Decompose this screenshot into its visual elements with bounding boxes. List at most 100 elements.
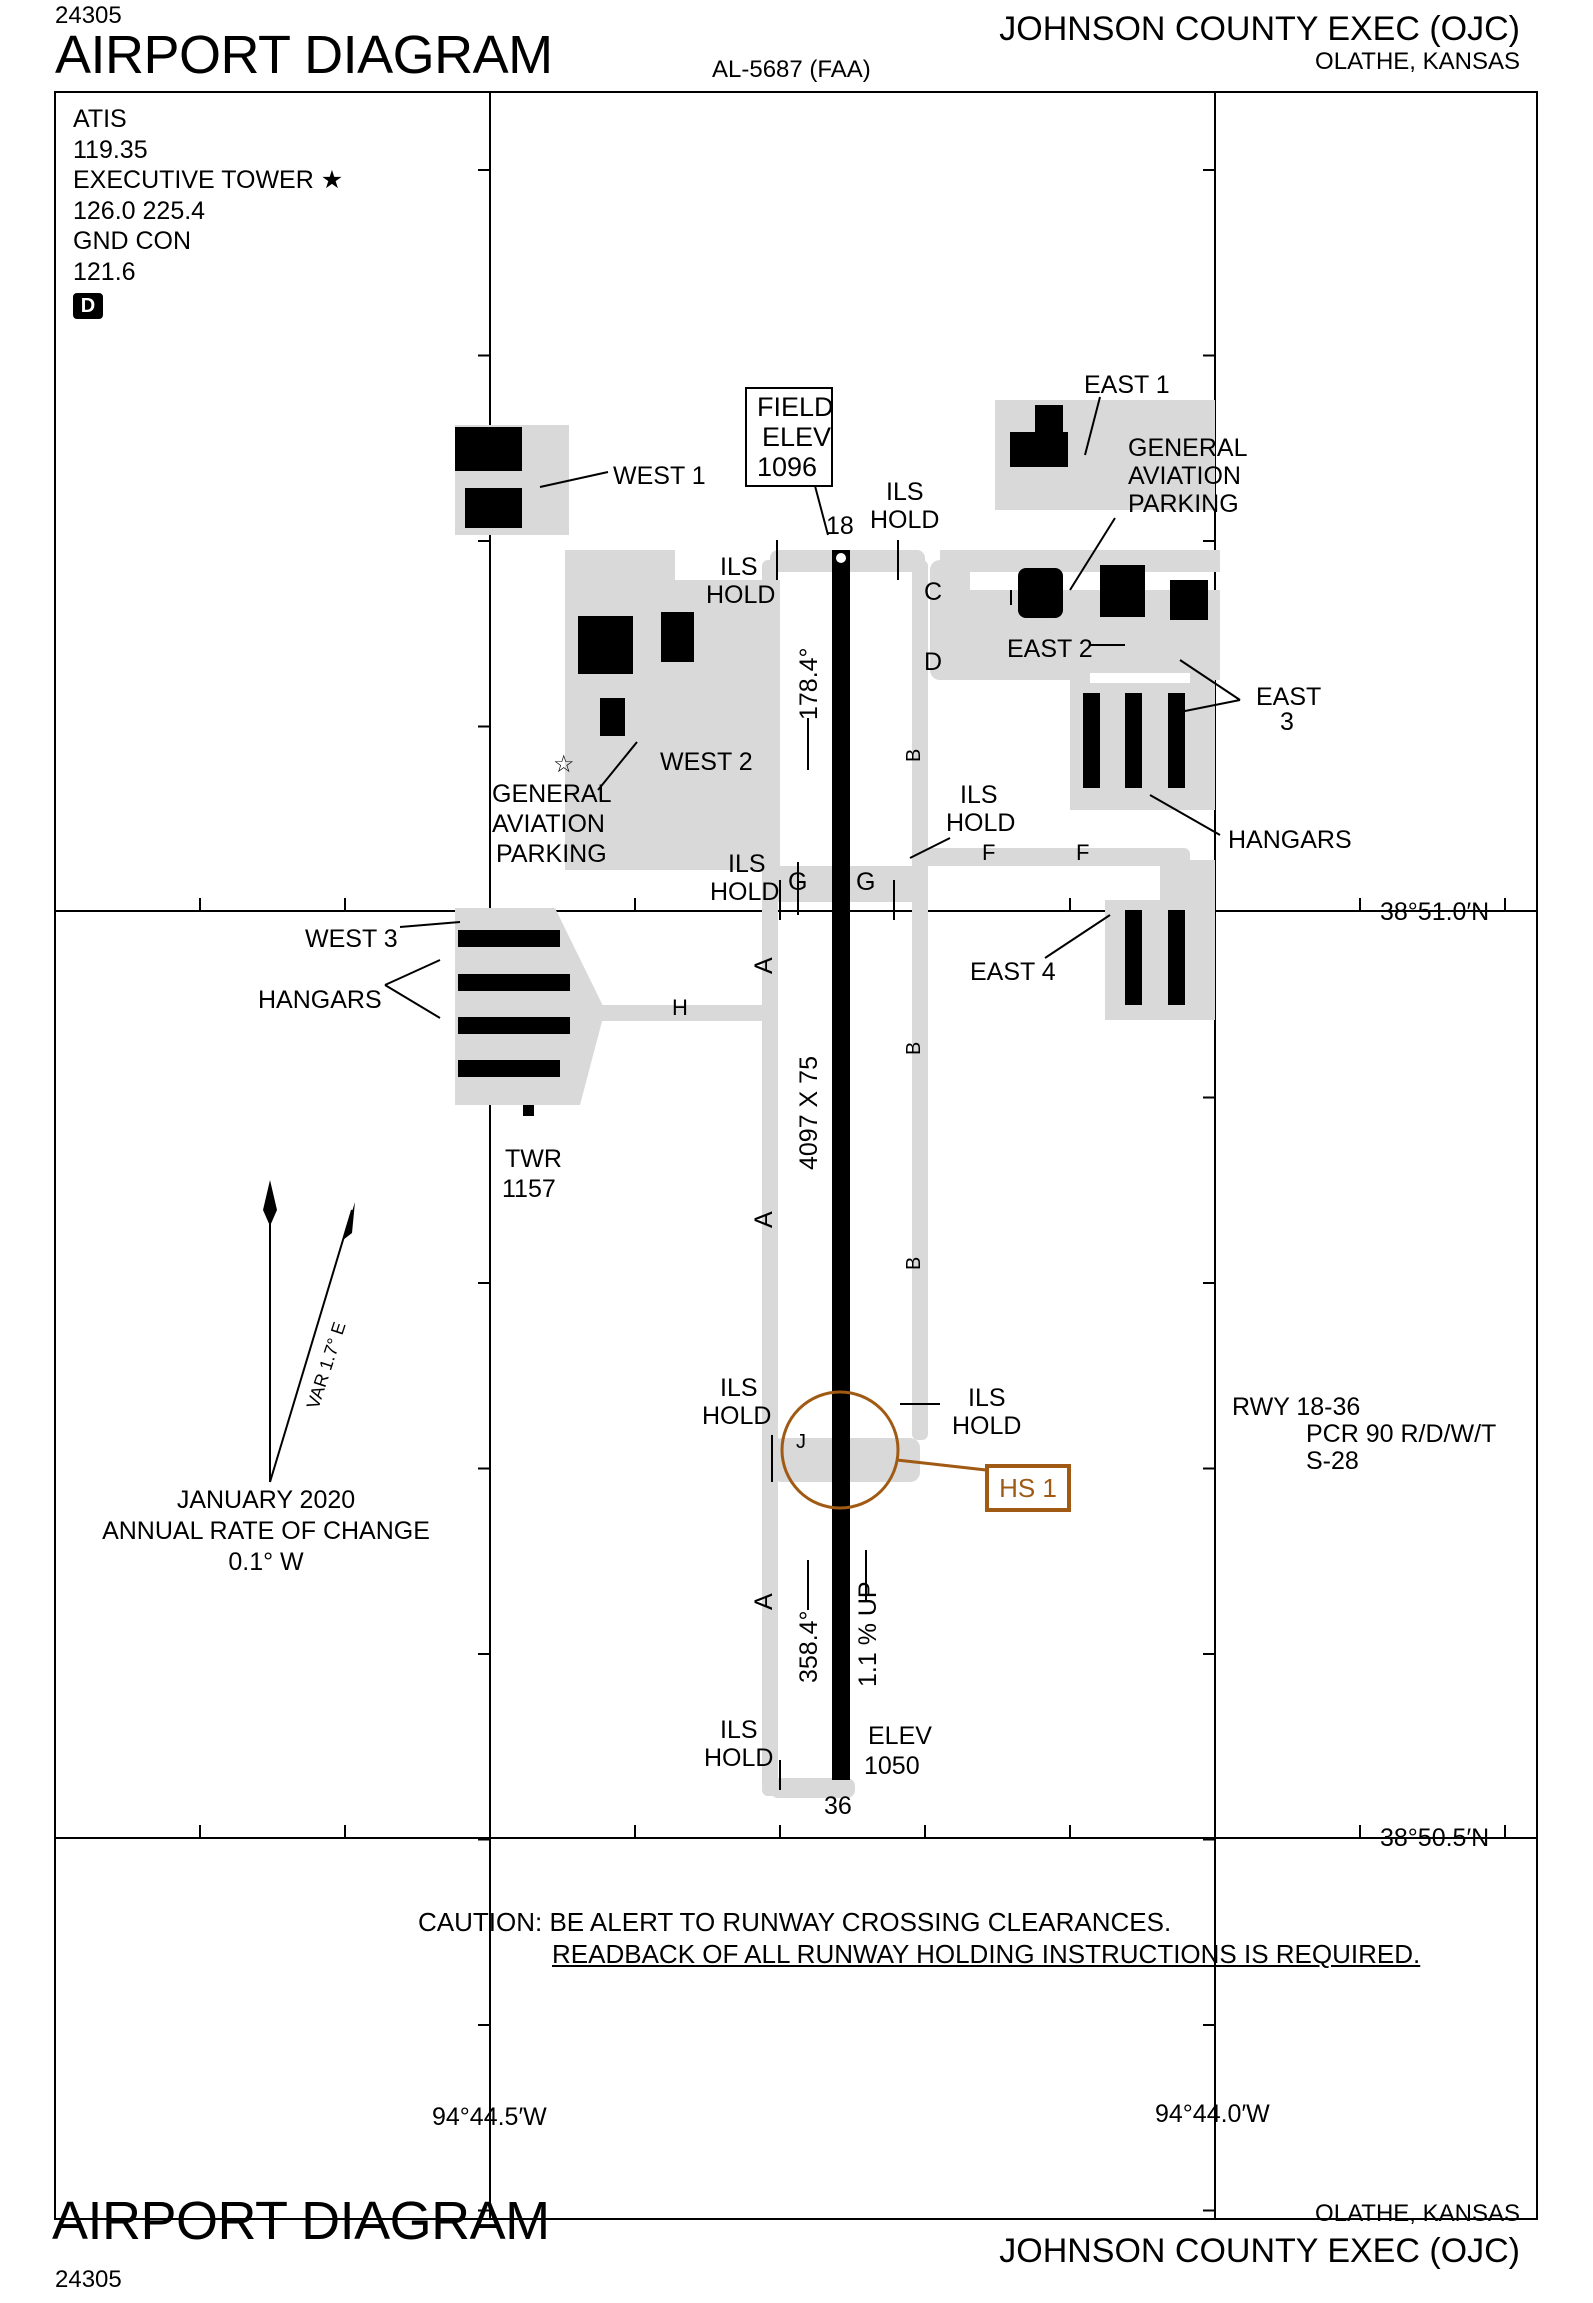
taxiway-f-label-2: F xyxy=(1076,840,1089,865)
ils-hold-2-hold: HOLD xyxy=(870,506,939,534)
tower-star-icon: ☆ xyxy=(553,751,575,778)
runway-end-18: 18 xyxy=(826,512,854,540)
east2-label: EAST 2 xyxy=(1007,635,1093,663)
hangar-rows xyxy=(458,693,1185,1077)
taxiway-g-label-2: G xyxy=(856,868,875,896)
taxiway-f-label-1: F xyxy=(982,840,995,865)
taxiway-a-label-3: A xyxy=(750,1593,778,1610)
ils-hold-7-hold: HOLD xyxy=(704,1744,773,1772)
lon-east-label: 94°44.0′W xyxy=(1155,2100,1270,2128)
ils-hold-5-hold: HOLD xyxy=(702,1402,771,1430)
grid-ticks xyxy=(199,169,1506,2212)
field-elev-value: 1096 xyxy=(757,452,817,482)
footer-procedure-number: 24305 xyxy=(55,2266,122,2293)
taxiway-c-label: C xyxy=(924,578,942,606)
mag-date: JANUARY 2020 xyxy=(176,1486,356,1514)
runway-gradient: 1.1 % UP xyxy=(854,1581,882,1687)
frequency-block: ATIS 119.35 EXECUTIVE TOWER ★ 126.0 225.… xyxy=(73,104,343,320)
caution-line2: READBACK OF ALL RUNWAY HOLDING INSTRUCTI… xyxy=(552,1939,1421,1969)
mag-rate-label: ANNUAL RATE OF CHANGE xyxy=(102,1517,430,1545)
field-elevation-box: FIELD ELEV 1096 xyxy=(745,387,834,487)
taxiway-a-label-2: A xyxy=(750,1211,778,1228)
ga-parking-east-line1: GENERAL xyxy=(1128,434,1248,462)
runway-designation: RWY 18-36 xyxy=(1232,1393,1361,1421)
leader-lines xyxy=(384,396,1241,1610)
runway-heading-north: 178.4° xyxy=(795,647,823,720)
atis-label: ATIS xyxy=(73,105,127,133)
ga-parking-west-line1: GENERAL xyxy=(492,780,612,808)
ils-hold-3-ils: ILS xyxy=(728,850,766,878)
south-elev-value: 1050 xyxy=(864,1752,920,1780)
lat-south-label: 38°50.5′N xyxy=(1380,1824,1489,1852)
lon-west-label: 94°44.5′W xyxy=(432,2103,547,2131)
hot-spot-label: HS 1 xyxy=(985,1464,1071,1512)
buildings xyxy=(455,405,1208,736)
taxiway-h-label: H xyxy=(672,995,688,1020)
ground-frequency: 121.6 xyxy=(73,257,136,286)
mag-rate: 0.1° W xyxy=(228,1548,304,1576)
d-atis-badge: D xyxy=(73,293,103,319)
hot-spot-leader xyxy=(896,1458,987,1472)
tower-marker xyxy=(523,1105,534,1116)
field-elev-line1: FIELD xyxy=(757,392,834,422)
east3-label-line1: EAST xyxy=(1256,683,1321,711)
mag-var-label: VAR 1.7° E xyxy=(303,1320,350,1412)
airport-name: JOHNSON COUNTY EXEC (OJC) xyxy=(999,10,1520,48)
procedure-number: 24305 xyxy=(55,2,122,29)
ground-label: GND CON xyxy=(73,227,192,255)
atis-frequency: 119.35 xyxy=(73,135,148,164)
hangars-east-label: HANGARS xyxy=(1228,826,1352,854)
taxiway-d-label: D xyxy=(924,648,942,676)
east4-label: EAST 4 xyxy=(970,958,1056,986)
east1-label: EAST 1 xyxy=(1084,371,1170,399)
taxiway-g-label-1: G xyxy=(788,868,807,896)
ga-parking-east-line2: AVIATION xyxy=(1128,462,1241,490)
star-icon: ★ xyxy=(320,166,344,194)
runway-end-36: 36 xyxy=(824,1792,852,1820)
lat-north-label: 38°51.0′N xyxy=(1380,898,1489,926)
caution-line1: CAUTION: BE ALERT TO RUNWAY CROSSING CLE… xyxy=(418,1907,1172,1937)
north-arrow: VAR 1.7° E xyxy=(263,1180,355,1483)
ga-parking-east-line3: PARKING xyxy=(1128,490,1239,518)
magnetic-variation-info: JANUARY 2020 ANNUAL RATE OF CHANGE 0.1° … xyxy=(96,1485,436,1578)
tower-label-text: EXECUTIVE TOWER xyxy=(73,166,314,194)
hot-spot-circle xyxy=(780,1390,900,1510)
runway-strength: S-28 xyxy=(1306,1447,1359,1475)
runway-dimensions: 4097 X 75 xyxy=(795,1056,823,1170)
hangars-west-label: HANGARS xyxy=(258,986,382,1014)
west3-label: WEST 3 xyxy=(305,925,398,953)
field-elev-line2: ELEV xyxy=(762,422,831,452)
runway-info: RWY 18-36 PCR 90 R/D/W/T S-28 xyxy=(1232,1394,1496,1475)
taxiway-a-label-1: A xyxy=(750,957,778,974)
ils-hold-2-ils: ILS xyxy=(886,478,924,506)
taxiway-b-label-3: B xyxy=(903,1257,925,1270)
ga-parking-west-line2: AVIATION xyxy=(492,810,605,838)
ils-hold-5-ils: ILS xyxy=(720,1374,758,1402)
ils-hold-4-ils: ILS xyxy=(960,781,998,809)
ils-hold-7-ils: ILS xyxy=(720,1716,758,1744)
taxiway-b-label-1: B xyxy=(903,749,925,762)
tower-elev: 1157 xyxy=(502,1175,556,1203)
footer-airport-name: JOHNSON COUNTY EXEC (OJC) xyxy=(999,2232,1520,2270)
runway-pcr: PCR 90 R/D/W/T xyxy=(1306,1420,1497,1448)
chart-frame xyxy=(54,91,1538,2220)
ils-hold-6-ils: ILS xyxy=(968,1384,1006,1412)
tower-label: TWR xyxy=(505,1145,562,1173)
ils-hold-6-hold: HOLD xyxy=(952,1412,1021,1440)
south-elev-label: ELEV xyxy=(868,1722,932,1750)
taxiway-b-label-2: B xyxy=(903,1042,925,1055)
caution-note: CAUTION: BE ALERT TO RUNWAY CROSSING CLE… xyxy=(418,1906,1420,1970)
ga-parking-west-line3: PARKING xyxy=(496,840,607,868)
runway-end-marker xyxy=(836,553,846,563)
hold-lines xyxy=(771,540,899,1790)
runway-18-36 xyxy=(832,550,850,1780)
tower-row: EXECUTIVE TOWER ★ xyxy=(73,165,343,196)
city-state: OLATHE, KANSAS xyxy=(1315,48,1520,75)
tower-frequency: 126.0 225.4 xyxy=(73,196,206,225)
chart-title: AIRPORT DIAGRAM xyxy=(55,25,553,85)
ils-hold-4-hold: HOLD xyxy=(946,809,1015,837)
chart-id: AL-5687 (FAA) xyxy=(712,56,871,83)
taxiway-j-label: J xyxy=(796,1431,806,1453)
ils-hold-1-ils: ILS xyxy=(720,553,758,581)
